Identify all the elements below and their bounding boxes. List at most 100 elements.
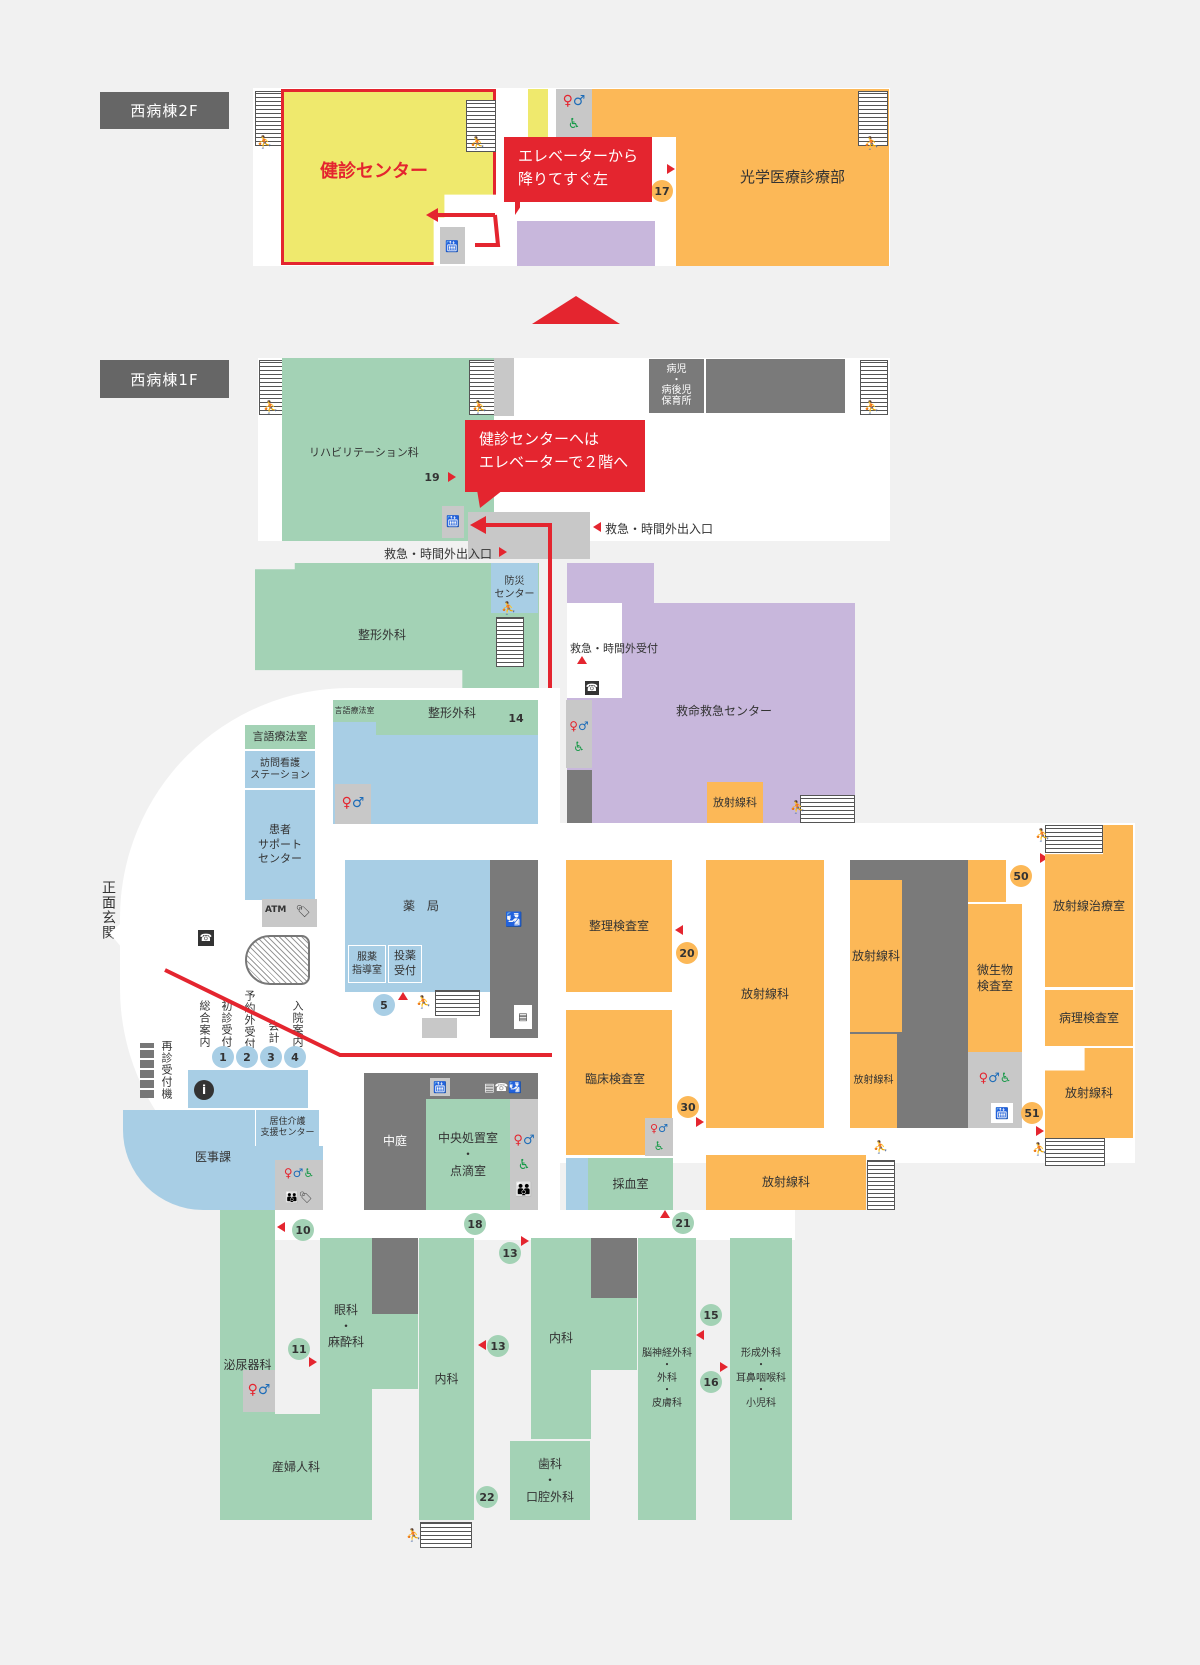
corridor-yellow-2f — [528, 89, 548, 137]
badge-4[interactable]: 4 — [284, 1046, 306, 1068]
accessible-icon: ♿ — [517, 1157, 531, 1173]
stairs-icon: ⛹ — [472, 400, 487, 414]
badge-10: 10 — [292, 1219, 314, 1241]
speech-room[interactable]: 言語療法室 — [245, 725, 315, 749]
entrance-arrow — [499, 547, 507, 557]
restroom-icon: ♀♂ — [569, 719, 589, 733]
elevator-1f[interactable] — [442, 506, 464, 538]
arrow-13a — [521, 1236, 529, 1246]
arrow-16 — [720, 1362, 728, 1372]
badge-3[interactable]: 3 — [260, 1046, 282, 1068]
internal-medicine-1[interactable]: 内科 — [419, 1238, 474, 1520]
ophthalmology-room[interactable]: 眼科 ・ 麻酔科 — [320, 1238, 372, 1414]
restroom-icon: ♀♂ — [247, 1382, 271, 1398]
home-nursing-room[interactable]: 訪問看護 ステーション — [245, 751, 315, 788]
radiology-room-3[interactable]: 放射線科 — [850, 880, 902, 1032]
radiology-bottom-room[interactable]: 放射線科 — [706, 1155, 866, 1210]
stairs-icon: ⛹ — [864, 136, 879, 150]
atm-label: ATM — [265, 905, 287, 915]
restroom-2f[interactable] — [556, 89, 592, 137]
elevator-icon: 🛗 — [446, 514, 460, 528]
badge-22: 22 — [476, 1486, 498, 1508]
med-guidance-room[interactable]: 服薬 指導室 — [348, 945, 386, 983]
micro-top — [968, 860, 1006, 902]
care-support-room[interactable]: 居住介護 支援センター — [256, 1110, 319, 1146]
orthopedics-lower-label: 整形外科 — [428, 706, 477, 720]
badge-18: 18 — [464, 1213, 486, 1235]
restroom-ortho[interactable] — [335, 784, 371, 824]
treatment-room[interactable]: 中央処置室 ・ 点滴室 — [426, 1099, 510, 1210]
stairs-icon: ⛹ — [416, 995, 431, 1009]
internal-medicine-2[interactable]: 内科 — [531, 1238, 591, 1439]
appt-reception-label: 予約外受付 — [243, 990, 256, 1050]
stairs-icon: ⛹ — [1035, 828, 1050, 842]
callout-1f: 健診センターへは エレベーターで２階へ — [465, 420, 645, 492]
disaster-center[interactable]: 防災 センター — [491, 563, 538, 613]
badge-2[interactable]: 2 — [236, 1046, 258, 1068]
vending-icon: ▤ — [514, 1005, 532, 1029]
elevator-2f[interactable] — [440, 227, 465, 264]
dispensing-counter[interactable]: 投薬 受付 — [388, 945, 422, 983]
route-line-top — [478, 523, 552, 527]
badge-16: 16 — [700, 1371, 722, 1393]
arrow-30 — [696, 1117, 704, 1127]
badge-15: 15 — [700, 1304, 722, 1326]
rehab-arrow — [448, 472, 456, 482]
route-arrow-2f — [426, 200, 520, 247]
arrow-13b — [478, 1340, 486, 1350]
bottom-gray-1 — [372, 1238, 418, 1314]
stairs-icon: ⛹ — [873, 1140, 888, 1154]
elevator-icon: 🛗 — [445, 239, 459, 253]
atm-area[interactable] — [262, 899, 317, 927]
arrow-50 — [1040, 853, 1048, 863]
clinical-exam-label: 臨床検査室 — [585, 1072, 646, 1086]
radiology-room-4[interactable]: 放射線科 — [850, 1034, 897, 1128]
health-center-label: 健診センター — [320, 161, 428, 182]
optics-extension — [592, 89, 676, 137]
restroom-urology[interactable] — [243, 1370, 275, 1412]
badge-13b: 13 — [487, 1335, 509, 1357]
plastic-surgery-room[interactable]: 形成外科 ・ 耳鼻咽喉科 ・ 小児科 — [730, 1238, 792, 1520]
arrow-15 — [696, 1330, 704, 1340]
entrance-arrow — [593, 522, 601, 532]
badge-30: 30 — [677, 1096, 699, 1118]
stairs-icon: ⛹ — [406, 1528, 421, 1542]
sick-child-room[interactable]: 病児 ・ 病後児 保育所 — [649, 359, 704, 413]
badge-5: 5 — [373, 994, 395, 1016]
patient-support-room[interactable]: 患者 サポート センター — [245, 790, 315, 900]
stairs-1f-topright — [860, 360, 888, 415]
bottom-gray-2 — [591, 1238, 637, 1298]
corridor-1f-entrance — [468, 512, 590, 559]
arrangement-exam-room[interactable]: 整理検査室 — [566, 860, 672, 992]
revisit-machine[interactable] — [140, 1043, 154, 1098]
stairs-icon: ⛹ — [470, 136, 485, 150]
radiology-emergency[interactable]: 放射線科 — [707, 782, 763, 824]
dental-room[interactable]: 歯科 ・ 口腔外科 — [510, 1441, 590, 1520]
elevator-pharmacy[interactable] — [422, 1018, 457, 1038]
stairs-bottom — [420, 1522, 472, 1548]
stairs-icon: ⛹ — [257, 135, 272, 149]
stairs-51 — [1045, 1138, 1105, 1166]
neurosurgery-room[interactable]: 脳神経外科 ・ 外科 ・ 皮膚科 — [638, 1238, 696, 1520]
microbiology-room[interactable]: 微生物 検査室 — [968, 904, 1022, 1052]
pathology-room[interactable]: 病理検査室 — [1045, 990, 1133, 1046]
main-entrance-label: 正面玄関 — [100, 880, 116, 940]
radiology-big-room[interactable]: 放射線科 — [706, 860, 824, 1128]
vending-emergency — [567, 770, 592, 824]
counter-icon: 🛂 — [505, 912, 523, 928]
obstetrics-room[interactable]: 産婦人科 — [220, 1414, 372, 1520]
restroom-clinical[interactable] — [645, 1118, 673, 1156]
badge-1[interactable]: 1 — [212, 1046, 234, 1068]
stairs-2f-right — [858, 91, 888, 146]
info-icon[interactable]: i — [194, 1080, 214, 1100]
restroom-treatment[interactable] — [510, 1099, 538, 1210]
reception-arrow — [577, 656, 587, 664]
restroom-emergency[interactable] — [566, 700, 592, 768]
speech-small-room[interactable]: 言語療法室 — [333, 700, 376, 722]
restroom-icon: ♀♂ — [513, 1132, 535, 1148]
optics-dept-room[interactable]: 光学医療診療部 — [676, 89, 889, 266]
revisit-label: 再診受付機 — [160, 1040, 173, 1100]
blood-sampling-room[interactable]: 採血室 — [588, 1158, 673, 1210]
badge-14: 14 — [505, 707, 527, 729]
restroom-affairs[interactable] — [275, 1160, 323, 1210]
